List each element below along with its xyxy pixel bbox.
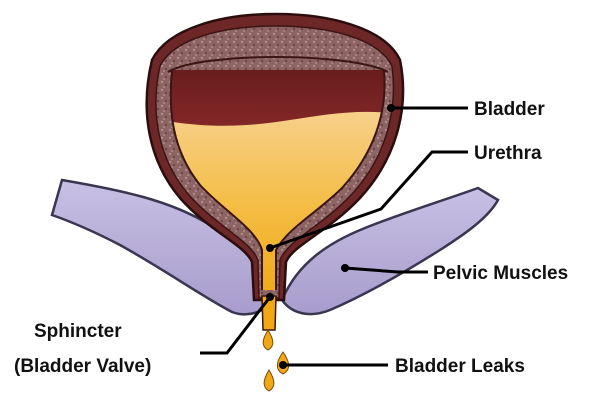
- label-urethra: Urethra: [474, 143, 542, 164]
- urethra-tube: [262, 296, 276, 330]
- leader-bladder-leaks: [279, 361, 388, 369]
- label-pelvic-muscles: Pelvic Muscles: [433, 263, 568, 284]
- label-sphincter: Sphincter: [34, 321, 122, 342]
- label-bladder-leaks: Bladder Leaks: [395, 356, 525, 377]
- label-bladder-valve: (Bladder Valve): [14, 356, 151, 377]
- label-bladder: Bladder: [474, 99, 545, 120]
- leak-droplets: [263, 330, 289, 391]
